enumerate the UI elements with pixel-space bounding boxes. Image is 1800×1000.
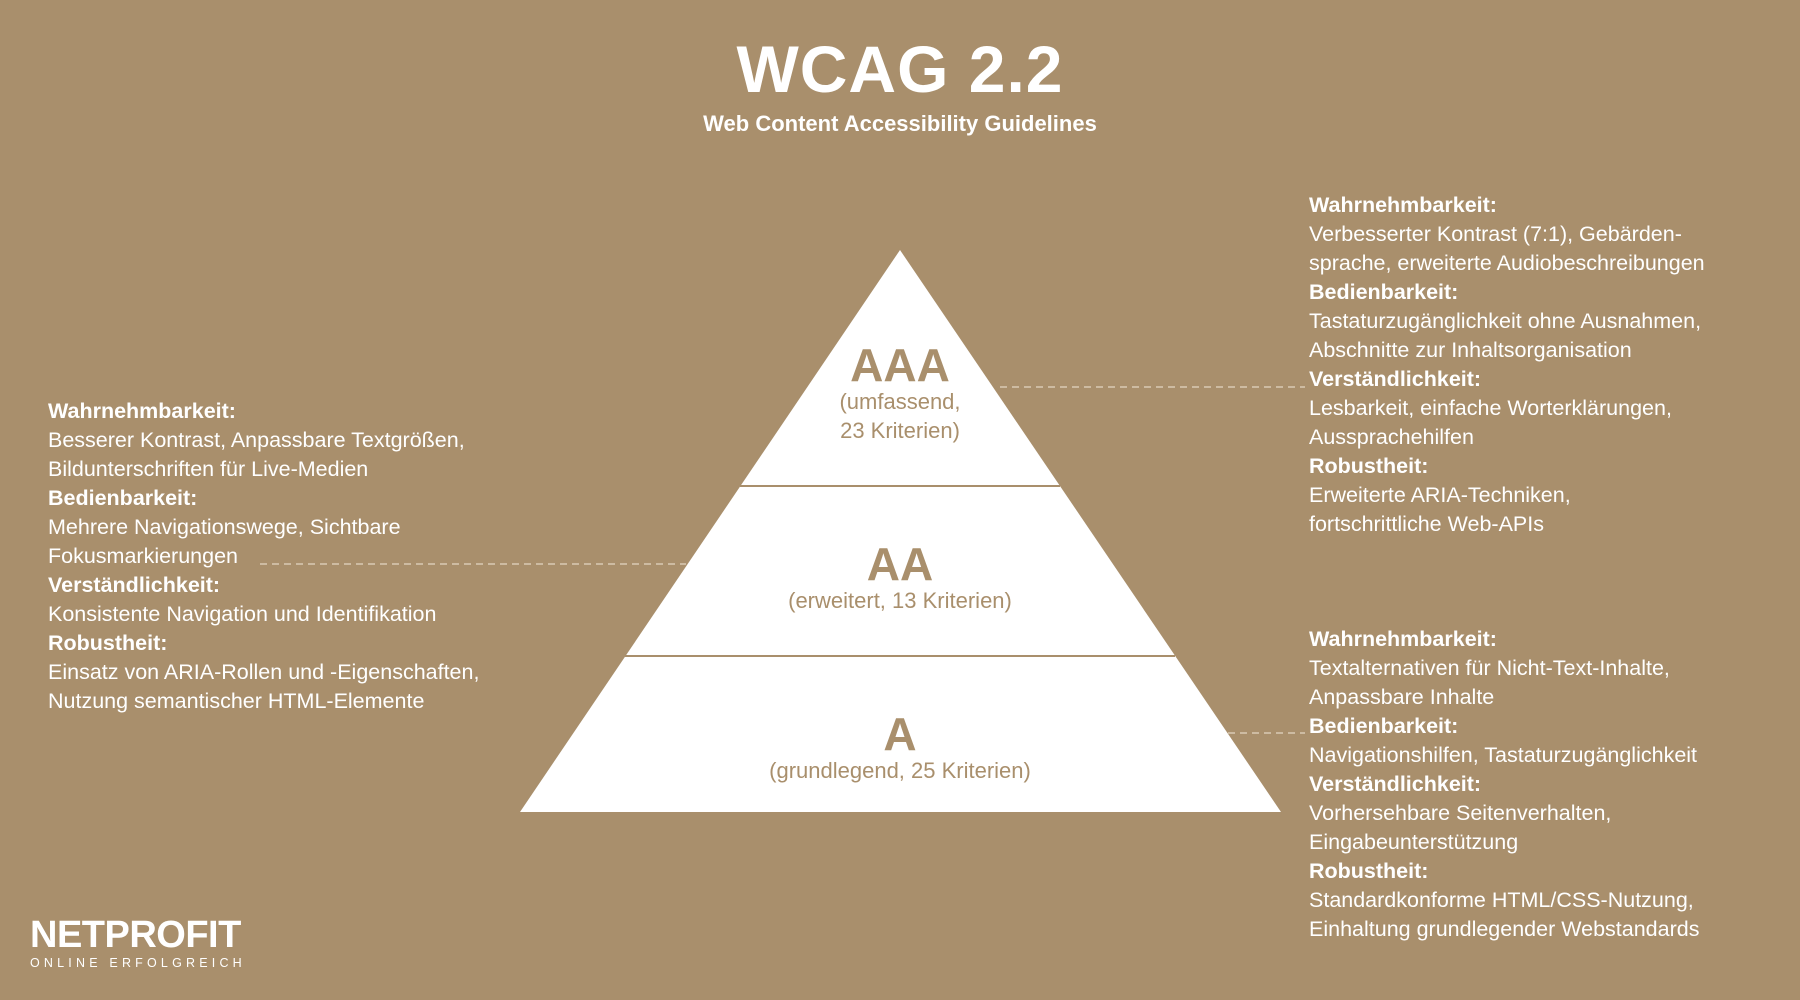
level-aa-code: AA (867, 538, 933, 590)
netprofit-logo: NETPROFIT ONLINE ERFOLGREICH (30, 916, 246, 970)
level-aa-desc: (erweitert, 13 Kriterien) (788, 588, 1012, 613)
a-perceivable-line2: Anpassbare Inhalte (1309, 685, 1495, 709)
a-understandable-line1: Vorhersehbare Seitenverhalten, (1309, 801, 1612, 825)
aaa-understandable-label: Verständlichkeit: (1309, 367, 1482, 391)
a-perceivable-line1: Textalternativen für Nicht-Text-Inhalte, (1309, 656, 1670, 680)
page-title: WCAG 2.2 (736, 32, 1064, 106)
aaa-perceivable-label: Wahrnehmbarkeit: (1309, 193, 1497, 217)
aaa-robust-line2: fortschrittliche Web-APIs (1309, 512, 1544, 536)
aa-robust-label: Robustheit: (48, 631, 168, 655)
aa-operable-label: Bedienbarkeit: (48, 486, 198, 510)
a-operable-line1: Navigationshilfen, Tastaturzugänglichkei… (1309, 743, 1698, 767)
a-understandable-line2: Eingabeunterstützung (1309, 830, 1519, 854)
page-subtitle: Web Content Accessibility Guidelines (703, 111, 1097, 136)
aa-understandable-line1: Konsistente Navigation und Identifikatio… (48, 602, 437, 626)
info-block-a: Wahrnehmbarkeit: Textalternativen für Ni… (1309, 625, 1779, 944)
aaa-operable-line2: Abschnitte zur Inhaltsorganisation (1309, 338, 1632, 362)
level-a-desc: (grundlegend, 25 Kriterien) (769, 758, 1031, 783)
aaa-operable-line1: Tastaturzugänglichkeit ohne Ausnahmen, (1309, 309, 1702, 333)
a-understandable-label: Verständlichkeit: (1309, 772, 1482, 796)
a-operable-label: Bedienbarkeit: (1309, 714, 1459, 738)
aa-robust-line2: Nutzung semantischer HTML-Elemente (48, 689, 425, 713)
aa-robust-line1: Einsatz von ARIA-Rollen und -Eigenschaft… (48, 660, 480, 684)
aaa-robust-label: Robustheit: (1309, 454, 1429, 478)
aaa-operable-label: Bedienbarkeit: (1309, 280, 1459, 304)
aaa-perceivable-line2: sprache, erweiterte Audiobeschreibungen (1309, 251, 1705, 275)
info-block-aaa: Wahrnehmbarkeit: Verbesserter Kontrast (… (1309, 191, 1779, 539)
aa-understandable-label: Verständlichkeit: (48, 573, 221, 597)
a-robust-line2: Einhaltung grundlegender Webstandards (1309, 917, 1700, 941)
aa-operable-line1: Mehrere Navigationswege, Sichtbare (48, 515, 401, 539)
level-aaa-code: AAA (850, 339, 950, 391)
level-aaa-desc-line1: (umfassend, (839, 389, 960, 414)
logo-claim: ONLINE ERFOLGREICH (30, 956, 246, 970)
aa-perceivable-label: Wahrnehmbarkeit: (48, 399, 236, 423)
pyramid-shape (520, 250, 1281, 812)
logo-brand: NETPROFIT (30, 914, 241, 956)
level-a-code: A (883, 708, 916, 760)
aaa-understandable-line2: Aussprachehilfen (1309, 425, 1474, 449)
a-perceivable-label: Wahrnehmbarkeit: (1309, 627, 1497, 651)
aaa-robust-line1: Erweiterte ARIA-Techniken, (1309, 483, 1571, 507)
a-robust-line1: Standardkonforme HTML/CSS-Nutzung, (1309, 888, 1694, 912)
level-aaa-desc-line2: 23 Kriterien) (840, 418, 960, 443)
aaa-perceivable-line1: Verbesserter Kontrast (7:1), Gebärden- (1309, 222, 1682, 246)
aaa-understandable-line1: Lesbarkeit, einfache Worterklärungen, (1309, 396, 1672, 420)
aa-perceivable-line1: Besserer Kontrast, Anpassbare Textgrößen… (48, 428, 465, 452)
a-robust-label: Robustheit: (1309, 859, 1429, 883)
info-block-aa: Wahrnehmbarkeit: Besserer Kontrast, Anpa… (48, 397, 538, 716)
aa-perceivable-line2: Bildunterschriften für Live-Medien (48, 457, 369, 481)
aa-operable-line2: Fokusmarkierungen (48, 544, 239, 568)
